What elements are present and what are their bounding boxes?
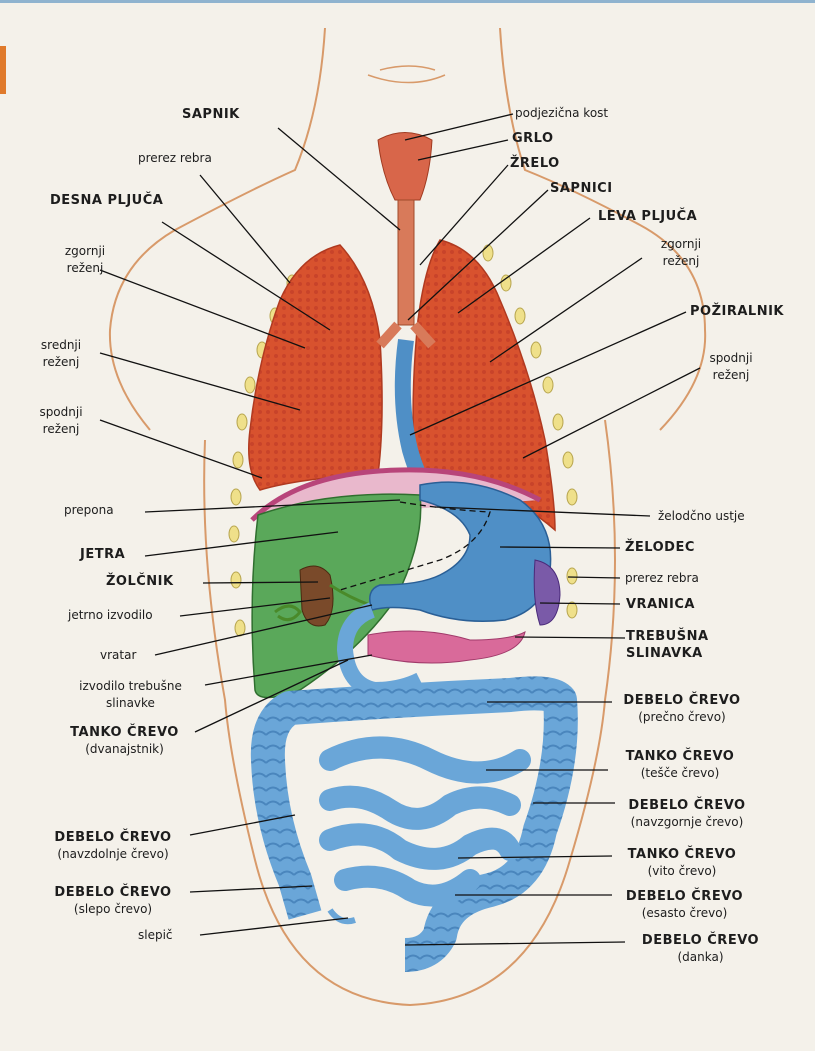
label-trebusna-line1: TREBUŠNA [626, 629, 709, 644]
label-spodnji-left-line2: reženj [43, 422, 80, 436]
label-debelo-navzgornje: DEBELO ČREVO (navzgornje črevo) [612, 797, 762, 831]
label-grlo: GRLO [512, 130, 554, 147]
label-sapnici: SAPNICI [550, 180, 613, 197]
label-srednji-rezenj: srednji reženj [36, 337, 86, 371]
label-debelo-precno-main: DEBELO ČREVO [623, 693, 740, 708]
label-izvodilo-line2: slinavke [106, 696, 155, 710]
label-podjezicna-kost: podjezična kost [515, 105, 608, 122]
label-zgornji-rezenj-right: zgornji reženj [656, 236, 706, 270]
label-prepona: prepona [64, 502, 114, 519]
label-izvodilo-trebusne-slinavke: izvodilo trebušne slinavke [58, 678, 203, 712]
label-zelodcno-ustje: želodčno ustje [658, 508, 745, 525]
label-spodnji-right-line1: spodnji [709, 351, 752, 365]
label-spodnji-rezenj-left: spodnji reženj [36, 404, 86, 438]
label-trebusna-slinavka: TREBUŠNA SLINAVKA [626, 628, 709, 662]
label-debelo-precno-sub: (prečno črevo) [612, 709, 752, 726]
spleen-shape [534, 560, 560, 625]
pancreas-shape [368, 631, 525, 663]
label-zgornji-right-line1: zgornji [661, 237, 701, 251]
label-spodnji-rezenj-right: spodnji reženj [706, 350, 756, 384]
label-vratar: vratar [100, 647, 136, 664]
label-sapnik: SAPNIK [182, 106, 240, 123]
label-tanko-dvanajstnik-main: TANKO ČREVO [70, 725, 179, 740]
label-poziralnik: POŽIRALNIK [690, 303, 784, 320]
label-zrelo: ŽRELO [510, 155, 560, 172]
label-debelo-slepo-sub: (slepo črevo) [38, 901, 188, 918]
label-debelo-slepo-main: DEBELO ČREVO [54, 885, 171, 900]
label-prerez-rebra-right: prerez rebra [625, 570, 699, 587]
label-zgornji-rezenj-left: zgornji reženj [60, 243, 110, 277]
label-debelo-navzgornje-sub: (navzgornje črevo) [612, 814, 762, 831]
label-debelo-danka: DEBELO ČREVO (danka) [628, 932, 773, 966]
label-debelo-danka-main: DEBELO ČREVO [642, 933, 759, 948]
label-tanko-tesce-sub: (tešče črevo) [610, 765, 750, 782]
label-desna-pljuca: DESNA PLJUČA [50, 192, 163, 209]
label-spodnji-left-line1: spodnji [39, 405, 82, 419]
label-debelo-navzdolnje-main: DEBELO ČREVO [54, 830, 171, 845]
label-vranica: VRANICA [626, 596, 695, 613]
label-prerez-rebra-top: prerez rebra [138, 150, 212, 167]
label-tanko-tesce-main: TANKO ČREVO [626, 749, 735, 764]
label-slepic: slepič [138, 927, 173, 944]
gallbladder-shape [300, 566, 333, 626]
label-zolcnik: ŽOLČNIK [106, 573, 174, 590]
label-zgornji-right-line2: reženj [663, 254, 700, 268]
label-tanko-vito-sub: (vito črevo) [612, 863, 752, 880]
label-debelo-esasto-main: DEBELO ČREVO [626, 889, 743, 904]
label-tanko-crevo-dvanajstnik: TANKO ČREVO (dvanajstnik) [52, 724, 197, 758]
label-zgornji-left-line1: zgornji [65, 244, 105, 258]
label-debelo-navzgornje-main: DEBELO ČREVO [628, 798, 745, 813]
label-debelo-navzdolnje-sub: (navzdolnje črevo) [38, 846, 188, 863]
label-debelo-esasto: DEBELO ČREVO (esasto črevo) [612, 888, 757, 922]
label-debelo-precno: DEBELO ČREVO (prečno črevo) [612, 692, 752, 726]
label-tanko-vito: TANKO ČREVO (vito črevo) [612, 846, 752, 880]
label-spodnji-right-line2: reženj [713, 368, 750, 382]
label-debelo-danka-sub: (danka) [628, 949, 773, 966]
label-debelo-slepo: DEBELO ČREVO (slepo črevo) [38, 884, 188, 918]
label-jetrno-izvodilo: jetrno izvodilo [68, 607, 153, 624]
label-izvodilo-line1: izvodilo trebušne [79, 679, 182, 693]
label-tanko-dvanajstnik-sub: (dvanajstnik) [52, 741, 197, 758]
label-trebusna-line2: SLINAVKA [626, 646, 703, 661]
label-zgornji-left-line2: reženj [67, 261, 104, 275]
label-srednji-line1: srednji [41, 338, 81, 352]
label-jetra: JETRA [80, 546, 125, 563]
label-leva-pljuca: LEVA PLJUČA [598, 208, 697, 225]
label-tanko-tesce: TANKO ČREVO (tešče črevo) [610, 748, 750, 782]
label-zelodec: ŽELODEC [625, 539, 695, 556]
label-debelo-navzdolnje: DEBELO ČREVO (navzdolnje črevo) [38, 829, 188, 863]
label-srednji-line2: reženj [43, 355, 80, 369]
right-lung-shape [249, 245, 382, 490]
label-debelo-esasto-sub: (esasto črevo) [612, 905, 757, 922]
label-tanko-vito-main: TANKO ČREVO [628, 847, 737, 862]
